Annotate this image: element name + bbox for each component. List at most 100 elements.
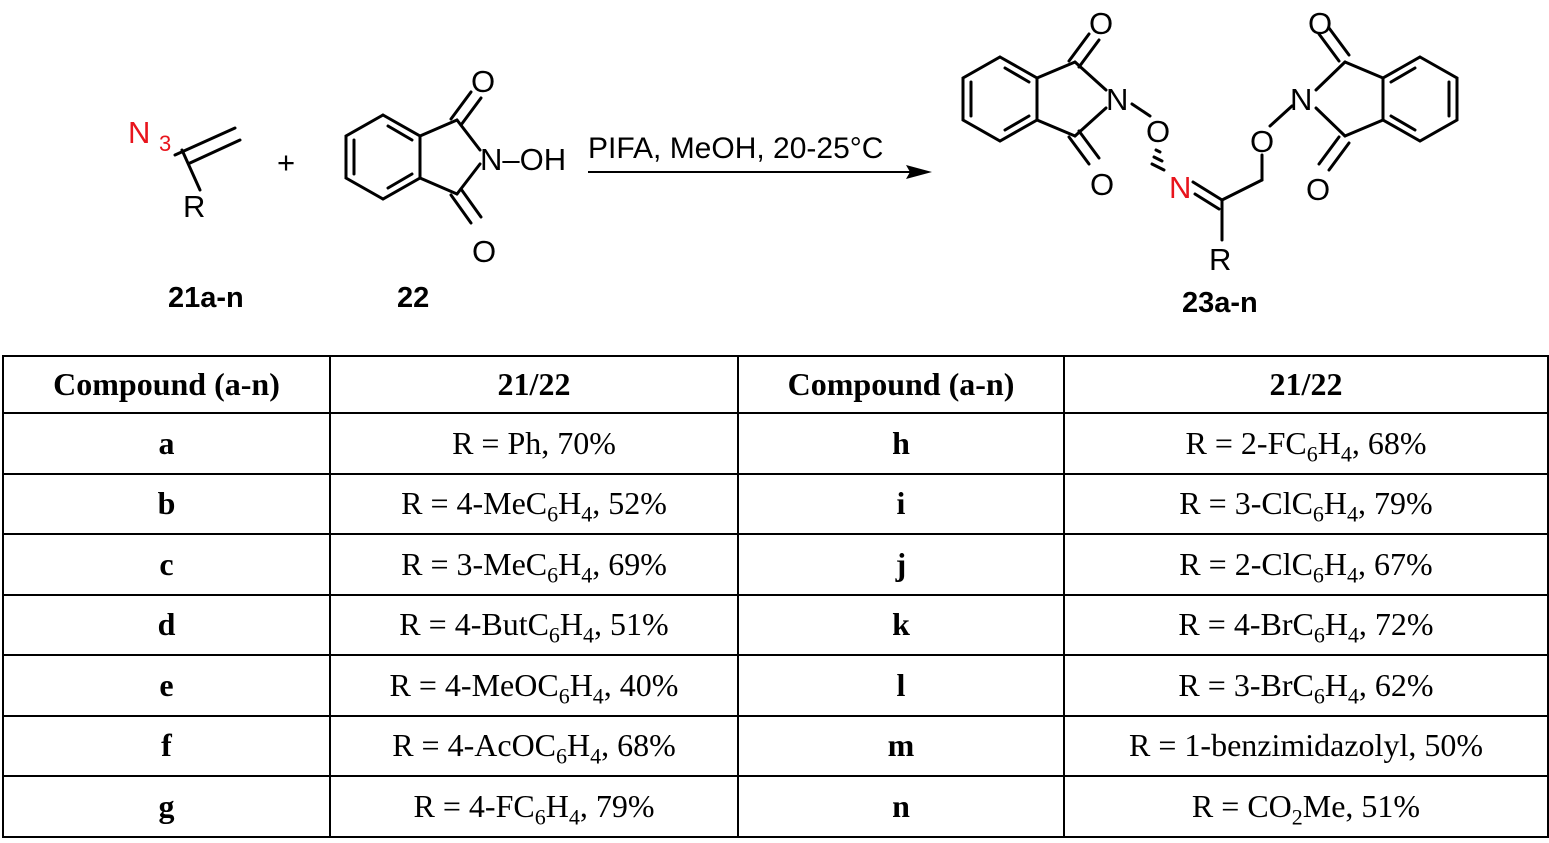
text-run: H: [545, 787, 569, 824]
text-run: , 79%: [579, 787, 655, 824]
reaction-arrow: [588, 165, 932, 179]
azide-label: N 3: [128, 115, 171, 156]
carbonyl-o-top: O: [471, 64, 495, 99]
r-group-yield-right: R = 1-benzimidazolyl, 50%: [1063, 714, 1549, 777]
yield-table: Compound (a-n) 21/22 Compound (a-n) 21/2…: [2, 355, 1549, 838]
text-run: H: [558, 545, 582, 582]
compound-id-right: j: [737, 533, 1065, 596]
r-group-yield-right: R = 3-BrC6H4, 62%: [1063, 654, 1549, 717]
header-compound-left: Compound (a-n): [2, 355, 331, 414]
n-hydroxy-group: N–OH: [480, 142, 566, 177]
r-group-yield-right: R = 2-FC6H4, 68%: [1063, 412, 1549, 475]
subscript: 6: [1306, 441, 1318, 467]
subscript: 4: [1347, 562, 1359, 588]
compound-id-right: k: [737, 593, 1065, 656]
text-run: R = 1-benzimidazolyl, 50%: [1129, 727, 1483, 764]
text-run: H: [1324, 666, 1348, 703]
compound-id-left: a: [2, 412, 331, 475]
product-n-left: N: [1106, 82, 1128, 117]
azide-subscript: 3: [159, 131, 171, 156]
compound-id-right: m: [737, 714, 1065, 777]
compound-id-left: f: [2, 714, 331, 777]
r-group-yield-left: R = 4-FC6H4, 79%: [329, 775, 739, 838]
product-o-ether: O: [1250, 124, 1274, 159]
r-group-yield-right: R = CO2Me, 51%: [1063, 775, 1549, 838]
header-ratio-right: 21/22: [1063, 355, 1549, 414]
r-group-yield-left: R = 4-AcOC6H4, 68%: [329, 714, 739, 777]
r-group-yield-left: R = 3-MeC6H4, 69%: [329, 533, 739, 596]
reaction-conditions: PIFA, MeOH, 20-25°C: [588, 132, 883, 165]
text-run: , 40%: [603, 666, 679, 703]
text-run: R = 2-ClC: [1179, 545, 1313, 582]
r-group-yield-right: R = 2-ClC6H4, 67%: [1063, 533, 1549, 596]
compound-id-left: e: [2, 654, 331, 717]
text-run: R = 4-FC: [413, 787, 535, 824]
subscript: 4: [568, 804, 580, 830]
product-o-3: O: [1308, 6, 1332, 41]
product-o-4: O: [1306, 172, 1330, 207]
product-o-1: O: [1089, 6, 1113, 41]
r-group-yield-right: R = 4-BrC6H4, 72%: [1063, 593, 1549, 656]
plus-sign: +: [277, 145, 295, 180]
subscript: 4: [592, 683, 604, 709]
text-run: R = 4-ButC: [399, 606, 549, 643]
text-run: R = 4-BrC: [1178, 606, 1314, 643]
reactant-22-structure: O O N–OH 22: [344, 64, 566, 314]
subscript: 4: [583, 622, 595, 648]
r-group-yield-left: R = 4-MeC6H4, 52%: [329, 472, 739, 535]
header-ratio-left: 21/22: [329, 355, 739, 414]
text-run: H: [1317, 424, 1341, 461]
product-r-group: R: [1209, 242, 1231, 277]
compound-id-right: l: [737, 654, 1065, 717]
text-run: H: [1323, 485, 1348, 522]
subscript: 4: [590, 743, 602, 769]
product-o-2: O: [1090, 167, 1114, 202]
text-run: , 69%: [592, 545, 667, 582]
compound-id-left: b: [2, 472, 331, 535]
text-run: H: [569, 666, 593, 703]
subscript: 6: [1313, 622, 1325, 648]
subscript: 4: [581, 501, 593, 527]
subscript: 6: [547, 501, 559, 527]
table-header-row: Compound (a-n) 21/22 Compound (a-n) 21/2…: [2, 355, 1549, 414]
oxime-n: N: [1169, 170, 1191, 205]
text-run: R = Ph, 70%: [452, 424, 616, 461]
header-compound-right: Compound (a-n): [737, 355, 1065, 414]
compound-id-left: g: [2, 775, 331, 838]
subscript: 6: [1312, 562, 1324, 588]
text-run: , 51%: [594, 606, 669, 643]
subscript: 6: [1313, 683, 1325, 709]
subscript: 4: [1347, 683, 1359, 709]
compound-id-left: d: [2, 593, 331, 656]
subscript: 6: [558, 683, 570, 709]
product-o-oxime: O: [1146, 114, 1170, 149]
text-run: R = 4-AcOC: [392, 727, 557, 764]
text-run: Me, 51%: [1302, 787, 1421, 824]
product-n-right: N: [1290, 82, 1312, 117]
r-group-yield-left: R = 4-MeOC6H4, 40%: [329, 654, 739, 717]
text-run: R = 4-MeC: [401, 485, 548, 522]
text-run: H: [558, 485, 582, 522]
compound-id-right: h: [737, 412, 1065, 475]
compound-id-right: n: [737, 775, 1065, 838]
text-run: R = 3-MeC: [401, 545, 548, 582]
reactant-21-structure: N 3 R 21a-n: [128, 115, 244, 314]
text-run: R = 4-MeOC: [389, 666, 559, 703]
text-run: , 79%: [1358, 485, 1433, 522]
text-run: R = 3-ClC: [1179, 485, 1313, 522]
hashed-bond: [1150, 148, 1166, 172]
text-run: , 68%: [1351, 424, 1427, 461]
text-run: , 52%: [592, 485, 667, 522]
reaction-scheme: N 3 R 21a-n + O O N–OH 22 PIFA, MeOH, 20…: [128, 6, 1459, 319]
carbonyl-o-bottom: O: [472, 234, 496, 269]
product-23-structure: O O N O N R O N O O 23a-: [961, 6, 1459, 319]
subscript: 4: [581, 562, 593, 588]
subscript: 6: [547, 562, 559, 588]
